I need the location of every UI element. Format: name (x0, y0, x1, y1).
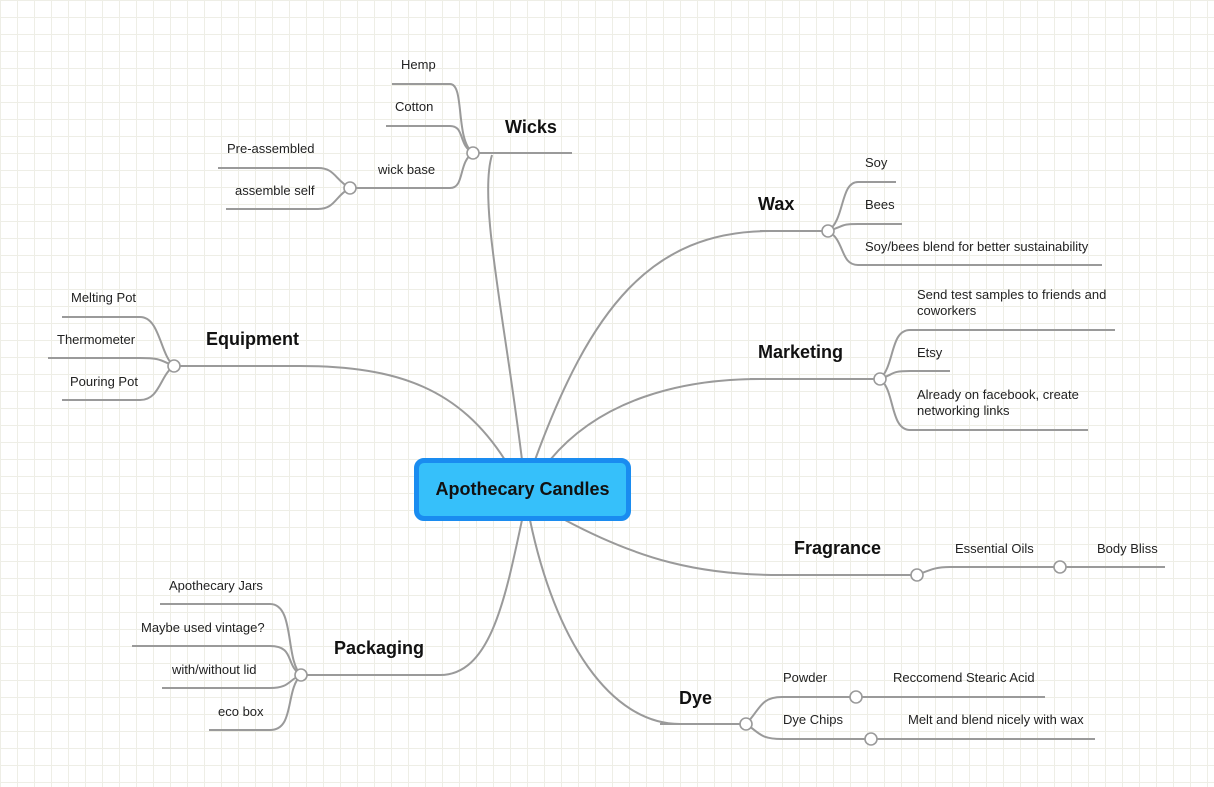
subtopic-send-test-samples[interactable]: Send test samples to friends and coworke… (917, 287, 1107, 318)
subtopic-eco-box[interactable]: eco box (218, 704, 264, 719)
connector-line (916, 566, 1060, 576)
connector-line (209, 674, 302, 731)
connector-root-fragrance (564, 519, 781, 576)
subtopic-pre-assembled[interactable]: Pre-assembled (227, 141, 315, 156)
root-topic-label: Apothecary Candles (435, 479, 610, 499)
subtopic-etsy[interactable]: Etsy (917, 345, 943, 360)
topic-equipment[interactable]: Equipment (206, 329, 299, 349)
subtopic-cotton[interactable]: Cotton (395, 99, 434, 114)
subtopic-soy-bees-blend[interactable]: Soy/bees blend for better sustainability (865, 239, 1089, 254)
subtopic-thermometer[interactable]: Thermometer (57, 332, 136, 347)
collapse-toggle-essential-oils[interactable] (1053, 560, 1067, 574)
subtopic-bees[interactable]: Bees (865, 197, 895, 212)
collapse-toggle-wax[interactable] (821, 224, 835, 238)
subtopic-melting-pot[interactable]: Melting Pot (71, 290, 137, 305)
connector-root-packaging (439, 519, 523, 676)
connector-line (386, 125, 474, 154)
topic-packaging[interactable]: Packaging (334, 638, 425, 658)
topic-fragrance[interactable]: Fragrance (794, 538, 882, 558)
subtopic-dye-chips[interactable]: Dye Chips (783, 712, 843, 727)
collapse-toggle-wicks[interactable] (466, 146, 480, 160)
collapse-toggle-packaging[interactable] (294, 668, 308, 682)
connector-line (827, 223, 902, 232)
subtopic-wick-base[interactable]: wick base (378, 162, 436, 177)
subtopic-soy[interactable]: Soy (865, 155, 888, 170)
collapse-toggle-wick-base[interactable] (343, 181, 357, 195)
connector-root-marketing (549, 378, 761, 461)
subtopic-assemble-self[interactable]: assemble self (235, 183, 315, 198)
connector-line (879, 370, 950, 380)
subtopic-melt-and-blend[interactable]: Melt and blend nicely with wax (908, 712, 1084, 727)
collapse-toggle-fragrance[interactable] (910, 568, 924, 582)
subtopic-with-without-lid[interactable]: with/without lid (172, 662, 257, 677)
subtopic-essential-oils[interactable]: Essential Oils (955, 541, 1034, 556)
connector-line (879, 329, 1115, 380)
root-topic[interactable]: Apothecary Candles (414, 458, 631, 521)
connector-root-dye (529, 519, 681, 725)
connector-line (160, 603, 302, 676)
connector-line (392, 83, 474, 154)
subtopic-reccomend-stearic-acid[interactable]: Reccomend Stearic Acid (893, 670, 1035, 685)
collapse-toggle-dye[interactable] (739, 717, 753, 731)
subtopic-powder[interactable]: Powder (783, 670, 828, 685)
connector-root-wicks (487, 154, 523, 461)
topic-marketing[interactable]: Marketing (758, 342, 844, 362)
connector-root-wax (534, 230, 771, 461)
subtopic-facebook-networking[interactable]: Already on facebook, create networking l… (917, 387, 1079, 418)
topic-wax[interactable]: Wax (758, 194, 795, 214)
topic-wicks[interactable]: Wicks (505, 117, 557, 137)
connector-line (48, 357, 175, 367)
subtopic-body-bliss[interactable]: Body Bliss (1097, 541, 1158, 556)
collapse-toggle-marketing[interactable] (873, 372, 887, 386)
subtopic-maybe-used-vintage[interactable]: Maybe used vintage? (141, 620, 265, 635)
collapse-toggle-equipment[interactable] (167, 359, 181, 373)
connector-root-equipment (299, 365, 506, 461)
collapse-toggle-powder[interactable] (849, 690, 863, 704)
subtopic-pouring-pot[interactable]: Pouring Pot (70, 374, 138, 389)
subtopic-apothecary-jars[interactable]: Apothecary Jars (169, 578, 263, 593)
topic-dye[interactable]: Dye (679, 688, 713, 708)
subtopic-hemp[interactable]: Hemp (401, 57, 436, 72)
collapse-toggle-dye-chips[interactable] (864, 732, 878, 746)
